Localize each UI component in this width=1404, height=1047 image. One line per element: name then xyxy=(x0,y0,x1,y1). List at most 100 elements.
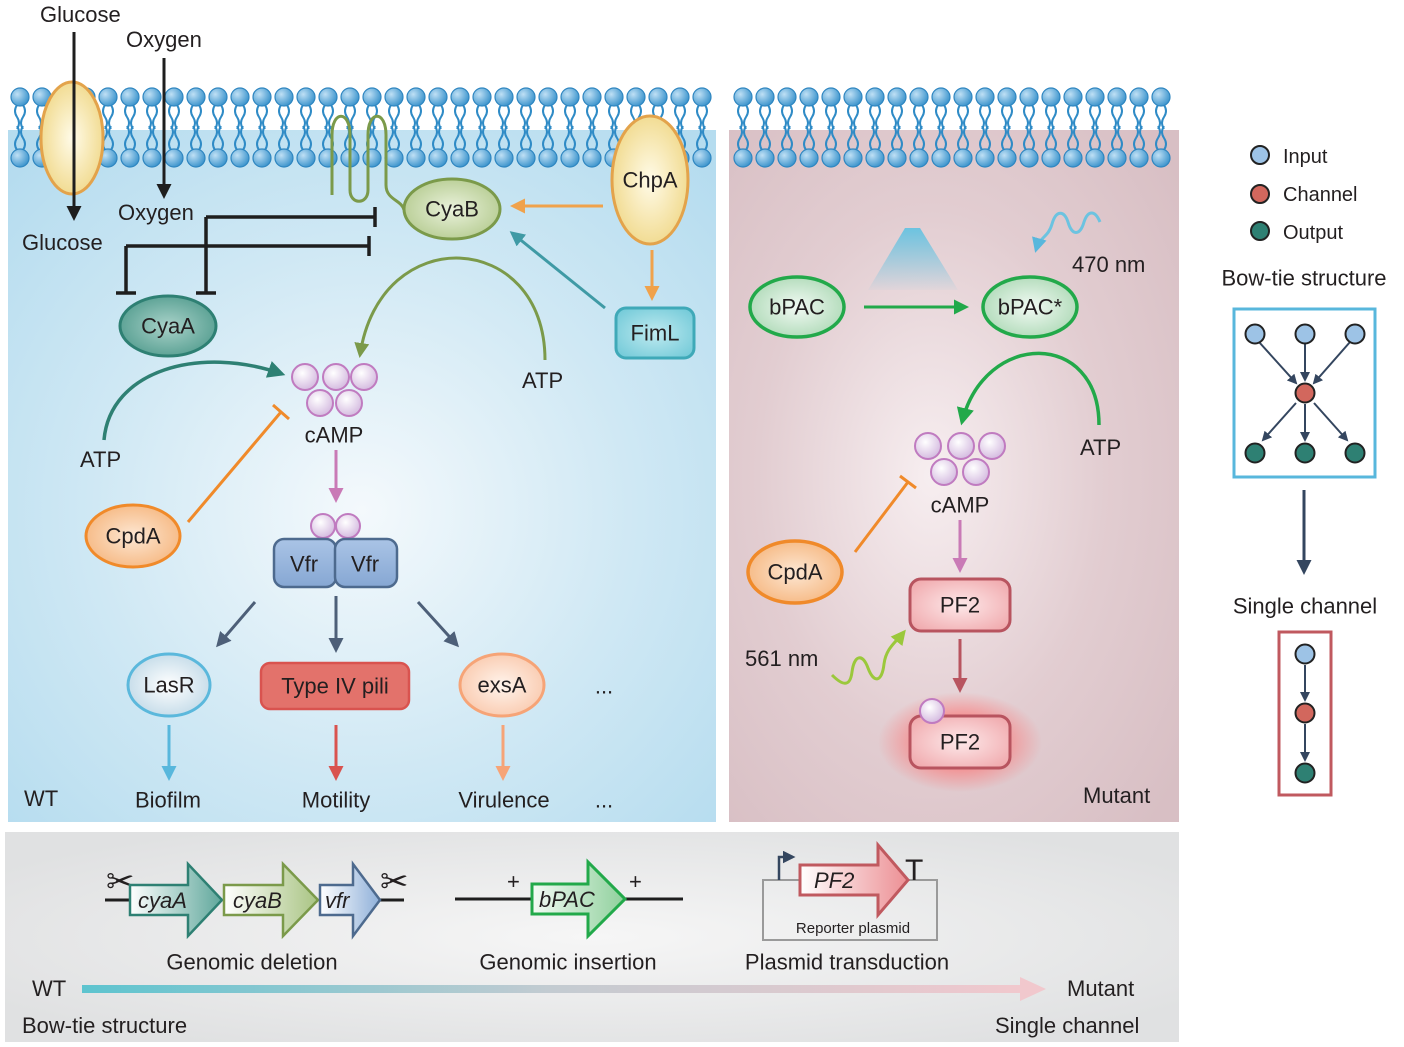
progression-axis xyxy=(82,985,1022,993)
phospholipid xyxy=(208,87,228,168)
gene-bpac-label: bPAC xyxy=(539,887,595,912)
phospholipid xyxy=(318,87,338,168)
output-motility: Motility xyxy=(302,788,370,813)
phospholipid xyxy=(975,87,995,168)
node-cpdA-mutant-label: CpdA xyxy=(767,560,822,585)
legend-output-label: Output xyxy=(1283,222,1343,244)
node-exsA xyxy=(458,652,546,718)
camp-molecule xyxy=(930,458,958,486)
mutant-panel: 470 nm bPAC bPAC* ATP cAMP CpdA PF2 xyxy=(729,87,1179,822)
camp-molecule xyxy=(914,432,942,460)
more-outputs-ellipsis: ... xyxy=(595,788,613,813)
phospholipid xyxy=(384,87,404,168)
phospholipid xyxy=(274,87,294,168)
phospholipid xyxy=(230,87,250,168)
reporter-plasmid-label: Reporter plasmid xyxy=(796,920,910,937)
node-type-iv-pili xyxy=(259,661,411,711)
wt-corner-label: WT xyxy=(24,786,58,811)
node-bpac-active xyxy=(981,275,1079,339)
progression-axis-arrowhead xyxy=(1020,977,1046,1001)
phospholipid xyxy=(406,87,426,168)
node-chpA-label: ChpA xyxy=(622,168,677,193)
phospholipid xyxy=(1151,87,1171,168)
glucose-transporter xyxy=(39,80,105,196)
node-vfr-left-label: Vfr xyxy=(290,552,318,577)
output-swatch-icon xyxy=(1250,221,1270,241)
phospholipid xyxy=(120,87,140,168)
node-pf2 xyxy=(908,577,1012,633)
phospholipid xyxy=(252,87,272,168)
gene-vfr-arrow xyxy=(318,860,382,940)
phospholipid xyxy=(164,87,184,168)
camp-label-wt: cAMP xyxy=(305,423,364,448)
insert-plus-right: + xyxy=(629,869,642,894)
camp-cluster-wt xyxy=(291,363,378,417)
bottom-background xyxy=(5,832,1179,1042)
phospholipid xyxy=(799,87,819,168)
phospholipid xyxy=(733,87,753,168)
channel-swatch-icon xyxy=(1250,184,1270,204)
cyaA-catalysis-arrow xyxy=(102,360,286,441)
external-glucose-label: Glucose xyxy=(40,2,121,27)
node-lasR xyxy=(126,652,212,718)
phospholipid xyxy=(865,87,885,168)
camp-molecule xyxy=(978,432,1006,460)
single-channel-node xyxy=(1294,702,1316,724)
bowtie-output-node xyxy=(1344,442,1366,464)
node-bpac xyxy=(748,275,846,339)
node-bpac-label: bPAC xyxy=(769,295,825,320)
phospholipid xyxy=(777,87,797,168)
node-vfr-right-label: Vfr xyxy=(351,552,379,577)
phospholipid xyxy=(1019,87,1039,168)
phospholipid xyxy=(843,87,863,168)
phospholipid xyxy=(1063,87,1083,168)
phospholipid xyxy=(450,87,470,168)
axis-mutant-label: Mutant xyxy=(1067,976,1134,1001)
node-bpac-active-label: bPAC* xyxy=(998,295,1063,320)
camp-molecule xyxy=(306,389,334,417)
legend-item-input: Input xyxy=(1250,145,1328,168)
gene-cyaA-label: cyaA xyxy=(138,888,187,913)
fimL-to-cyaB-arrow xyxy=(509,231,606,310)
gene-bpac-arrow xyxy=(530,858,628,940)
bowtie-channel-node xyxy=(1294,382,1316,404)
atp-mutant-label: ATP xyxy=(1080,435,1121,460)
internal-oxygen-label: Oxygen xyxy=(118,200,194,225)
gene-cyaA-arrow xyxy=(128,860,224,940)
phospholipid xyxy=(931,87,951,168)
more-targets-ellipsis: ... xyxy=(595,674,613,699)
bowtie-input-node xyxy=(1244,323,1266,345)
step-genomic-insertion: Genomic insertion xyxy=(479,950,656,975)
phospholipid xyxy=(538,87,558,168)
node-pf2-bound-label: PF2 xyxy=(940,730,980,755)
scissors-right-icon: ✂ xyxy=(380,863,409,901)
phospholipid xyxy=(1041,87,1061,168)
step-plasmid-transduction: Plasmid transduction xyxy=(745,950,949,975)
node-cyaB-label: CyaB xyxy=(425,197,479,222)
phospholipid xyxy=(186,87,206,168)
node-cpdA-mutant xyxy=(746,539,844,605)
step-genomic-deletion: Genomic deletion xyxy=(166,950,337,975)
phospholipid xyxy=(516,87,536,168)
phospholipid xyxy=(692,87,712,168)
phospholipid xyxy=(909,87,929,168)
bowtie-edges xyxy=(1258,341,1351,442)
wt-cytoplasm xyxy=(8,130,716,822)
cyaB-transmembrane-helix xyxy=(330,114,406,211)
promoter-icon xyxy=(777,850,796,880)
phospholipid xyxy=(296,87,316,168)
single-input-node xyxy=(1294,643,1316,665)
bowtie-input-node xyxy=(1344,323,1366,345)
output-virulence: Virulence xyxy=(458,788,549,813)
bowtie-output-node xyxy=(1244,442,1266,464)
inhibition-lines xyxy=(116,207,377,295)
bpac-catalysis-arrow xyxy=(956,351,1101,426)
phospholipid xyxy=(428,87,448,168)
node-cyaA-label: CyaA xyxy=(141,314,195,339)
camp-molecule xyxy=(350,363,378,391)
node-fimL xyxy=(614,306,696,360)
bowtie-title: Bow-tie structure xyxy=(1221,266,1386,291)
node-type-iv-pili-label: Type IV pili xyxy=(281,674,389,699)
phospholipid xyxy=(472,87,492,168)
